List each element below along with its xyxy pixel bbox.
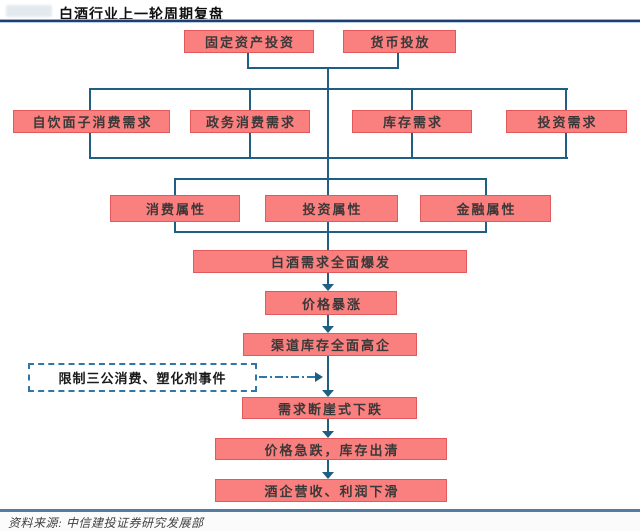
arrow-down-icon [322, 390, 334, 397]
node-price-surge: 价格暴涨 [265, 291, 397, 315]
arrow-right-icon [315, 372, 323, 382]
arrow-down-icon [322, 431, 334, 438]
connector-line [397, 53, 399, 69]
connector-line [89, 157, 568, 159]
node-fixed-asset-investment: 固定资产投资 [184, 30, 314, 53]
node-inventory-demand: 库存需求 [352, 110, 472, 133]
node-government-consumption-demand: 政务消费需求 [190, 110, 310, 133]
node-financial-attribute: 金融属性 [420, 195, 551, 222]
arrow-down-line [327, 356, 329, 391]
node-demand-cliff-fall: 需求断崖式下跌 [242, 397, 417, 419]
arrow-down-line [327, 315, 329, 327]
dashdot-connector-line [259, 376, 315, 378]
node-consumption-attribute: 消费属性 [110, 195, 240, 222]
node-baijiu-demand-explosion: 白酒需求全面爆发 [193, 250, 467, 273]
arrow-down-line [327, 419, 329, 432]
connector-line [174, 231, 487, 233]
node-price-drop-inventory-clearing: 价格急跌，库存出清 [215, 438, 447, 460]
node-money-supply: 货币投放 [343, 30, 456, 53]
figure-title: 白酒行业上一轮周期复盘 [59, 6, 224, 22]
connector-line [247, 53, 249, 69]
footer-strip [0, 512, 640, 531]
arrow-down-line [327, 273, 329, 285]
node-policy-and-plasticizer-event: 限制三公消费、塑化剂事件 [28, 363, 257, 392]
arrow-down-icon [322, 284, 334, 291]
node-investment-demand: 投资需求 [506, 110, 627, 133]
connector-line [89, 88, 568, 90]
arrow-down-icon [322, 472, 334, 479]
node-revenue-profit-decline: 酒企营收、利润下滑 [215, 479, 447, 502]
arrow-down-icon [322, 326, 334, 333]
connector-line [327, 67, 329, 251]
source-note: 资料来源: 中信建投证券研究发展部 [8, 516, 204, 530]
node-investment-attribute: 投资属性 [265, 195, 398, 222]
connector-line [247, 67, 399, 69]
node-channel-inventory-high: 渠道库存全面高企 [243, 333, 417, 356]
connector-line [174, 178, 487, 180]
arrow-down-line [327, 460, 329, 473]
title-divider [0, 19, 640, 23]
node-self-drinking-face-consumption-demand: 自饮面子消费需求 [13, 110, 170, 133]
faded-figure-label [6, 5, 52, 17]
footer-divider [0, 509, 640, 512]
